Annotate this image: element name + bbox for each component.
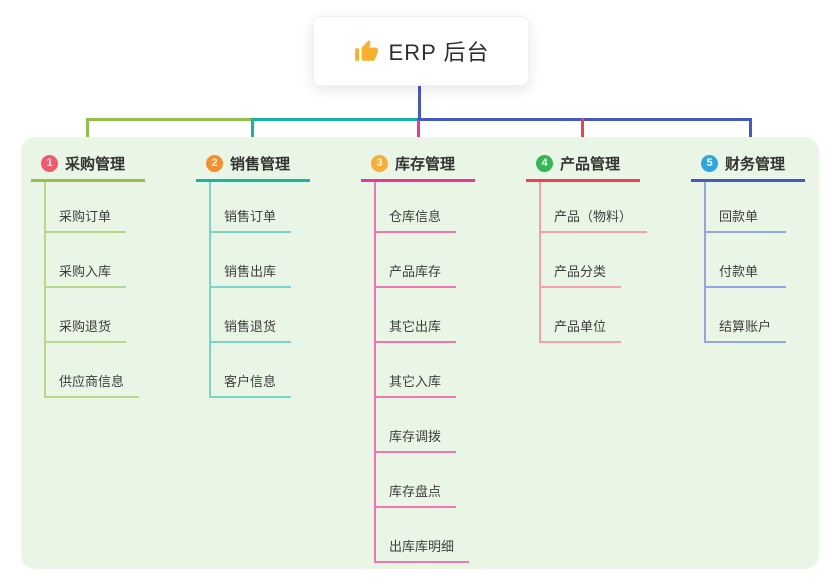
leaf-item[interactable]: 库存调拨 <box>376 398 457 453</box>
column-header-inventory[interactable]: 3 库存管理 <box>361 151 475 182</box>
leaf-item[interactable]: 产品分类 <box>541 233 622 288</box>
leaf-item[interactable]: 销售出库 <box>211 233 292 288</box>
leaf-item[interactable]: 采购订单 <box>46 182 127 233</box>
column-title: 销售管理 <box>230 156 291 173</box>
leaf-item[interactable]: 供应商信息 <box>46 343 140 398</box>
column-header-product[interactable]: 4 产品管理 <box>526 151 640 182</box>
leaf-item[interactable]: 销售退货 <box>211 288 292 343</box>
leaf-item[interactable]: 付款单 <box>706 233 786 288</box>
column-header-sales[interactable]: 2 销售管理 <box>196 151 310 182</box>
column-finance: 5 财务管理 回款单 付款单 结算账户 <box>691 151 805 343</box>
column-sales: 2 销售管理 销售订单 销售出库 销售退货 客户信息 <box>196 151 310 398</box>
badge-number-3: 3 <box>371 155 388 172</box>
drop-line-inventory <box>417 120 420 148</box>
column-title: 产品管理 <box>560 156 621 173</box>
column-title: 财务管理 <box>725 156 786 173</box>
drop-line-sales <box>251 118 254 148</box>
modules-panel <box>21 137 819 569</box>
badge-number-5: 5 <box>701 155 718 172</box>
column-title: 采购管理 <box>65 156 126 173</box>
badge-number-1: 1 <box>41 155 58 172</box>
root-title: ERP 后台 <box>388 40 490 65</box>
branch-line-indigo <box>417 118 752 121</box>
badge-number-4: 4 <box>536 155 553 172</box>
badge-number-2: 2 <box>206 155 223 172</box>
column-title: 库存管理 <box>395 156 456 173</box>
leaf-item[interactable]: 回款单 <box>706 182 786 233</box>
column-product: 4 产品管理 产品（物料） 产品分类 产品单位 <box>526 151 648 343</box>
branch-line-green <box>86 118 253 121</box>
leaf-item[interactable]: 仓库信息 <box>376 182 457 233</box>
column-header-purchase[interactable]: 1 采购管理 <box>31 151 145 182</box>
column-purchase: 1 采购管理 采购订单 采购入库 采购退货 供应商信息 <box>31 151 145 398</box>
leaf-item[interactable]: 产品库存 <box>376 233 457 288</box>
column-inventory: 3 库存管理 仓库信息 产品库存 其它出库 其它入库 库存调拨 库存盘点 出库库… <box>361 151 475 563</box>
leaf-item[interactable]: 销售订单 <box>211 182 292 233</box>
drop-line-purchase <box>86 118 89 148</box>
root-node[interactable]: ERP 后台 <box>313 16 529 86</box>
drop-line-product <box>581 118 584 148</box>
drop-line-finance <box>749 118 752 148</box>
children-group: 仓库信息 产品库存 其它出库 其它入库 库存调拨 库存盘点 出库库明细 <box>374 182 475 563</box>
leaf-item[interactable]: 采购退货 <box>46 288 127 343</box>
leaf-item[interactable]: 结算账户 <box>706 288 787 343</box>
column-header-finance[interactable]: 5 财务管理 <box>691 151 805 182</box>
children-group: 产品（物料） 产品分类 产品单位 <box>539 182 648 343</box>
leaf-item[interactable]: 采购入库 <box>46 233 127 288</box>
branch-line-teal <box>253 118 419 121</box>
children-group: 回款单 付款单 结算账户 <box>704 182 805 343</box>
leaf-item[interactable]: 库存盘点 <box>376 453 457 508</box>
leaf-item[interactable]: 产品单位 <box>541 288 622 343</box>
leaf-item[interactable]: 产品（物料） <box>541 182 648 233</box>
children-group: 采购订单 采购入库 采购退货 供应商信息 <box>44 182 145 398</box>
children-group: 销售订单 销售出库 销售退货 客户信息 <box>209 182 310 398</box>
thumbs-up-icon <box>353 38 379 64</box>
leaf-item[interactable]: 其它入库 <box>376 343 457 398</box>
leaf-item[interactable]: 出库库明细 <box>376 508 470 563</box>
leaf-item[interactable]: 其它出库 <box>376 288 457 343</box>
leaf-item[interactable]: 客户信息 <box>211 343 292 398</box>
root-vertical-line <box>418 84 421 119</box>
